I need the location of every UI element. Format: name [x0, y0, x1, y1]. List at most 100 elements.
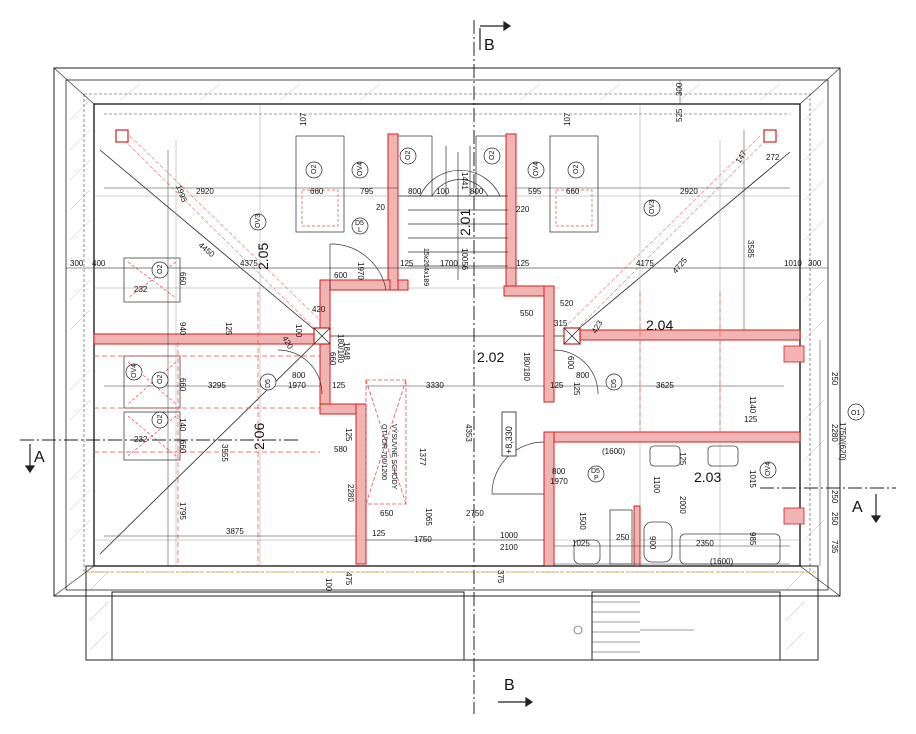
dim-label: 1010	[784, 259, 802, 268]
dim-label: 2350	[696, 539, 714, 548]
level-marker: +8,330	[504, 426, 514, 454]
dim-label: 800	[470, 187, 484, 196]
dim-label: 125	[550, 381, 564, 390]
dim-label: 100	[436, 187, 450, 196]
dim-label: 3330	[426, 381, 444, 390]
dimension-lines	[66, 80, 828, 566]
dim-label: 125	[678, 452, 687, 466]
dim-label: 250	[830, 372, 839, 386]
dim-label: 2280	[830, 424, 839, 442]
dim-label: 660	[310, 187, 324, 196]
dim-label: 375	[496, 570, 505, 584]
dim-label: 985	[748, 532, 757, 546]
dim-label: 4175	[636, 259, 654, 268]
dim-label: 650	[380, 509, 394, 518]
dim-label: (1600)	[602, 447, 625, 456]
ridge-lines	[99, 149, 791, 555]
tag-o2: O2	[157, 265, 164, 274]
interior-walls	[93, 133, 801, 567]
dim-label: 580	[334, 445, 348, 454]
section-lines	[20, 20, 896, 714]
dim-label: 125	[372, 529, 386, 538]
dim-label: 1700	[440, 259, 458, 268]
dim-label: 660	[178, 272, 187, 286]
dim-label: 800	[408, 187, 422, 196]
dim-label: 107	[563, 112, 572, 126]
dim-label: 2920	[680, 187, 698, 196]
dim-label: 1970	[550, 477, 568, 486]
dim-label: 1750	[414, 535, 432, 544]
dim-label: 1995	[174, 184, 189, 204]
dim-label: 1025	[572, 539, 590, 548]
dim-label: 3875	[226, 527, 244, 536]
tag-o2: O2	[157, 375, 164, 384]
dim-label: 125	[516, 259, 530, 268]
knee-wall-lines	[94, 292, 721, 566]
dim-label: 795	[360, 187, 374, 196]
dim-label: 147	[734, 148, 749, 165]
tag-d5-p: P	[594, 475, 599, 482]
dim-label: 107	[299, 112, 308, 126]
dim-label: 600	[334, 271, 348, 280]
dim-label: 735	[830, 540, 839, 554]
dim-label: 4375	[240, 259, 258, 268]
dim-label: 520	[560, 299, 574, 308]
dim-label: 800	[576, 371, 590, 380]
dim-label: 232	[134, 435, 148, 444]
hatch-note-line1: VÝSUVNÉ SCHODY	[390, 424, 399, 490]
tag-o2: O2	[157, 415, 164, 424]
dim-label: 3295	[208, 381, 226, 390]
section-marker-a-right: A	[852, 499, 863, 516]
tag-ov3: OV3	[255, 214, 262, 228]
dim-label: 315	[554, 319, 568, 328]
dim-label: 660	[566, 187, 580, 196]
dim-label: 800	[292, 371, 306, 380]
section-marker-b-bottom: B	[504, 677, 515, 694]
room-label: 2.03	[694, 469, 721, 485]
dim-label: 3585	[746, 240, 755, 258]
eaves-hatching	[69, 83, 825, 541]
section-marker-a-left: A	[34, 449, 45, 466]
dim-label: 1500	[578, 512, 587, 530]
dim-label: 2750	[466, 509, 484, 518]
stair	[408, 146, 508, 280]
dim-label: 180/180	[522, 352, 531, 381]
dim-label: 272	[766, 153, 780, 162]
dim-label: 1377	[418, 448, 427, 466]
dim-label: 125	[332, 381, 346, 390]
tag-ov4: OV4	[765, 462, 772, 476]
tag-o2: O2	[573, 165, 580, 174]
dim-label: 660	[328, 352, 337, 366]
dim-label: 4725	[671, 255, 690, 275]
tag-d5: D5	[355, 220, 364, 227]
tag-d5: D5	[265, 379, 272, 388]
dim-label: 180/180	[336, 334, 345, 363]
tag-d5: D5	[611, 379, 618, 388]
dim-label: 1848	[342, 342, 351, 360]
dim-label: 660	[178, 378, 187, 392]
dim-label: 2280	[346, 484, 355, 502]
dim-label: 232	[134, 285, 148, 294]
dim-label: 1970	[356, 262, 365, 280]
level-marker-box	[501, 411, 517, 457]
dim-label: 250	[830, 512, 839, 526]
lower-section	[85, 565, 819, 661]
section-arrows	[24, 20, 882, 708]
tag-o2: O2	[311, 165, 318, 174]
dim-label: 1970	[288, 381, 306, 390]
dim-label: 3625	[656, 381, 674, 390]
room-label: 2.06	[251, 423, 267, 450]
lower-hatch	[89, 571, 805, 651]
room-label: 2.04	[646, 317, 673, 333]
dim-label: 1015	[748, 470, 757, 488]
dim-label: 1000	[500, 531, 518, 540]
dim-label: 4353	[464, 424, 473, 442]
tag-d5-l: L	[358, 227, 362, 234]
dim-label: 1750/(620)	[838, 422, 847, 461]
dim-label: 3555	[220, 444, 229, 462]
dim-label: 125	[572, 382, 581, 396]
dim-label: 125	[344, 428, 353, 442]
dim-label: 1140	[748, 396, 757, 414]
dim-label: 2920	[196, 187, 214, 196]
dim-label: 475	[344, 572, 353, 586]
